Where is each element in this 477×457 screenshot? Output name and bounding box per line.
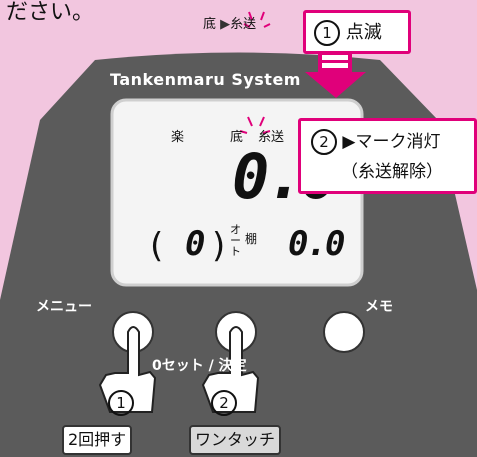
intro-text: ださい。 [6, 0, 95, 25]
menu-button[interactable] [113, 312, 153, 352]
itoso-label: 糸送 [230, 17, 257, 32]
lcd-auto-label: オート [230, 223, 241, 258]
zero-set-button-label: 0セット / 決定 [152, 358, 247, 374]
step2-action-tag: ワンタッチ [189, 425, 282, 455]
down-arrow-icon [305, 50, 366, 98]
menu-button-label: メニュー [36, 299, 92, 315]
top-indicator: 底 ▶糸送 [203, 13, 256, 32]
step-number: 1 [108, 390, 134, 416]
lcd-tana-label: 棚 [245, 232, 258, 246]
zero-set-button[interactable] [216, 312, 256, 352]
lcd-tana-value: 0 [185, 224, 206, 264]
callout-mark-off: 2 ▶マーク消灯 （糸送解除） [298, 118, 477, 194]
blink-marks-top [243, 11, 271, 28]
callout-line1: ▶マーク消灯 [342, 132, 441, 152]
step1-action-tag: 2回押す [62, 425, 133, 455]
blink-marks-lcd [239, 116, 271, 134]
memo-button-label: メモ [365, 299, 393, 315]
lcd-paren: ( [150, 226, 164, 266]
brand-name: Tankenmaru System [110, 70, 301, 89]
lcd-soko: 底 [230, 130, 244, 145]
lcd-itoso: 糸送 [258, 130, 285, 145]
step-number: 1 [314, 20, 340, 46]
callout-line2: （糸送解除） [341, 162, 443, 182]
step-number: 2 [311, 129, 337, 155]
step-number: 2 [211, 390, 237, 416]
memo-button-shape [323, 311, 365, 353]
memo-button[interactable] [324, 312, 364, 352]
callout-blink: 1 点滅 [303, 10, 411, 54]
play-arrow-icon: ▶ [220, 17, 231, 32]
callout-text: 点滅 [345, 22, 382, 43]
lcd-right-value: 0.0 [288, 224, 345, 264]
lcd-raku: 楽 [171, 130, 185, 145]
soko-label: 底 [203, 17, 217, 32]
